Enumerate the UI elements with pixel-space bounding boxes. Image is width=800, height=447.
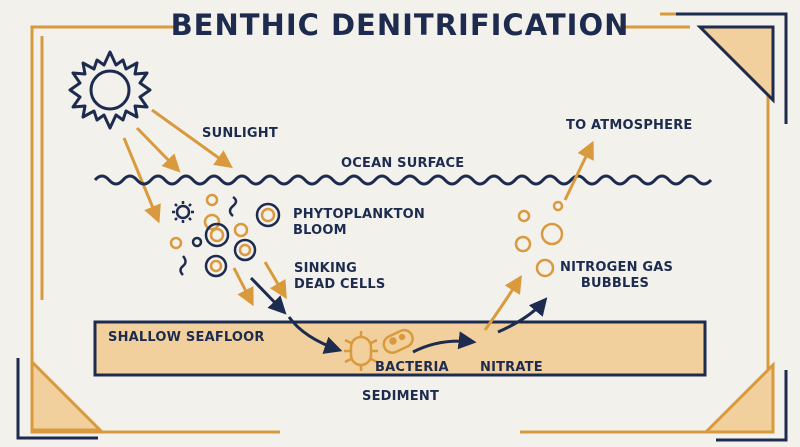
to-nitrate-arrow [412,331,477,354]
plankton-cell-icon [204,254,228,278]
diagram-title: BENTHIC DENITRIFICATION [170,8,630,42]
label-sinking-line2: DEAD CELLS [294,277,386,292]
label-atmosphere: TO ATMOSPHERE [566,118,693,133]
corner-triangle-top-right [660,12,788,124]
bubble-icon [514,200,564,278]
label-phytoplankton-line1: PHYTOPLANKTON [293,207,425,222]
label-nitrogen-gas-line2: BUBBLES [580,276,650,291]
label-ocean-surface: OCEAN SURFACE [341,156,465,171]
plankton-cell-icon [233,238,257,262]
to-bacteria-arrow [287,316,343,354]
gear-cell-icon [172,201,194,223]
label-nitrogen-gas-line1: NITROGEN GAS [560,260,674,275]
label-phytoplankton-line2: BLOOM [293,223,347,238]
label-sediment: SEDIMENT [362,389,440,404]
corner-triangle-bottom-left [16,358,104,440]
label-nitrogen-gas: NITROGEN GAS BUBBLES [560,260,674,292]
phytoplankton-bloom [169,193,281,278]
label-sunlight: SUNLIGHT [202,126,278,141]
sun-icon [68,50,152,130]
label-sinking-line1: SINKING [294,261,357,276]
label-seafloor: SHALLOW SEAFLOOR [108,330,265,345]
sunlight-arrows [122,108,233,224]
label-phytoplankton: PHYTOPLANKTON BLOOM [293,207,425,239]
plankton-cell-icon [204,222,230,248]
corner-triangle-bottom-right [702,361,788,442]
sinking-arrows [232,261,287,315]
plankton-cell-icon [255,202,281,228]
to-gas-arrows [483,274,548,334]
label-bacteria: BACTERIA [375,360,449,375]
label-nitrate: NITRATE [480,360,543,375]
bacteria-icon [344,328,414,371]
to-atmosphere-arrow [563,140,594,201]
label-sinking: SINKING DEAD CELLS [294,261,385,293]
wave-icon [93,174,713,186]
